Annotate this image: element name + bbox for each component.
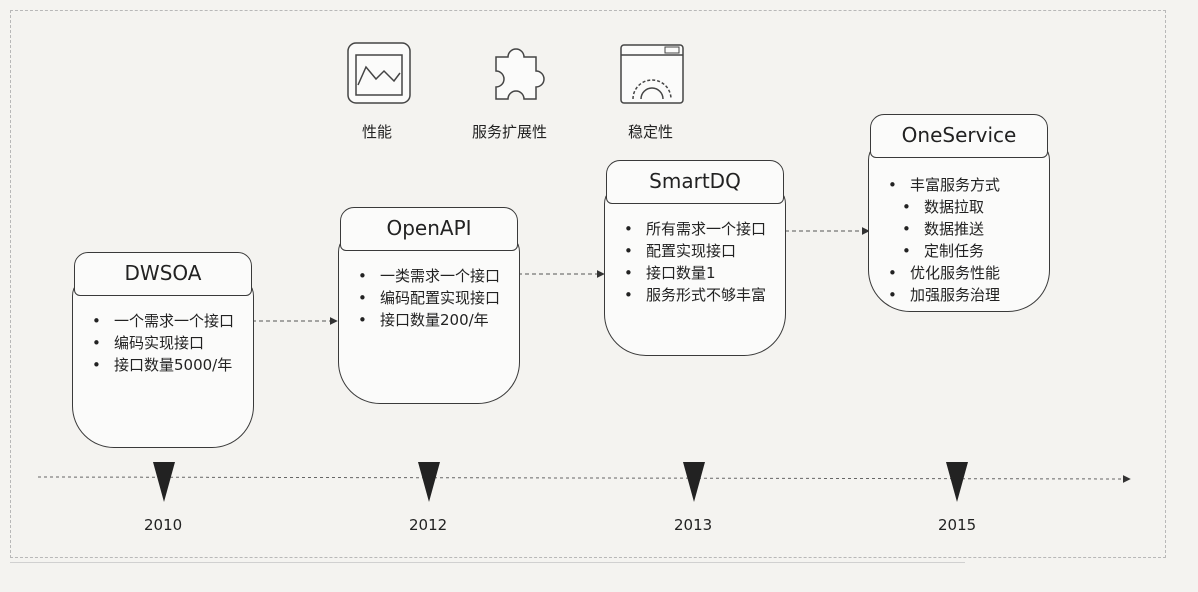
feature-label-stability: 稳定性 <box>628 123 674 141</box>
stage-item: 一类需求一个接口 <box>358 265 508 287</box>
stage-item: 丰富服务方式 <box>888 174 1044 196</box>
timeline-marker-2015 <box>946 462 968 502</box>
stage-body-oneservice: 丰富服务方式 数据拉取 数据推送 定制任务 优化服务性能 加强服务治理 <box>888 174 1044 306</box>
stage-item: 所有需求一个接口 <box>624 218 774 240</box>
performance-chart-icon <box>347 42 411 104</box>
stage-item: 编码实现接口 <box>92 332 242 354</box>
stage-item: 接口数量200/年 <box>358 309 508 331</box>
stage-item: 一个需求一个接口 <box>92 310 242 332</box>
stage-title-smartdq: SmartDQ <box>606 160 784 204</box>
timeline-year-2015: 2015 <box>938 516 977 534</box>
stage-title-dwsoa: DWSOA <box>74 252 252 296</box>
stage-item: 优化服务性能 <box>888 262 1044 284</box>
timeline-marker-2010 <box>153 462 175 502</box>
stage-title-openapi: OpenAPI <box>340 207 518 251</box>
timeline-marker-2013 <box>683 462 705 502</box>
feature-label-scalability: 服务扩展性 <box>472 123 548 141</box>
stage-item: 编码配置实现接口 <box>358 287 508 309</box>
stage-item: 配置实现接口 <box>624 240 774 262</box>
stage-body-dwsoa: 一个需求一个接口 编码实现接口 接口数量5000/年 <box>92 310 242 376</box>
stage-subitem: 定制任务 <box>888 240 1044 262</box>
timeline-year-2013: 2013 <box>674 516 713 534</box>
stage-item: 接口数量1 <box>624 262 774 284</box>
timeline-axis <box>37 474 1131 483</box>
feature-label-performance: 性能 <box>362 123 393 141</box>
stage-body-smartdq: 所有需求一个接口 配置实现接口 接口数量1 服务形式不够丰富 <box>624 218 774 306</box>
stage-item: 接口数量5000/年 <box>92 354 242 376</box>
timeline-year-2012: 2012 <box>409 516 448 534</box>
timeline-marker-2012 <box>418 462 440 502</box>
diagram-frame <box>10 10 1166 558</box>
stability-gear-window-icon <box>620 44 684 104</box>
stage-title-oneservice: OneService <box>870 114 1048 158</box>
stage-item: 加强服务治理 <box>888 284 1044 306</box>
timeline-year-2010: 2010 <box>144 516 183 534</box>
stage-subitem: 数据推送 <box>888 218 1044 240</box>
stage-body-openapi: 一类需求一个接口 编码配置实现接口 接口数量200/年 <box>358 265 508 331</box>
stage-subitem: 数据拉取 <box>888 196 1044 218</box>
frame-bottom-line <box>10 562 965 563</box>
puzzle-piece-icon <box>495 48 545 100</box>
stage-item: 服务形式不够丰富 <box>624 284 774 306</box>
